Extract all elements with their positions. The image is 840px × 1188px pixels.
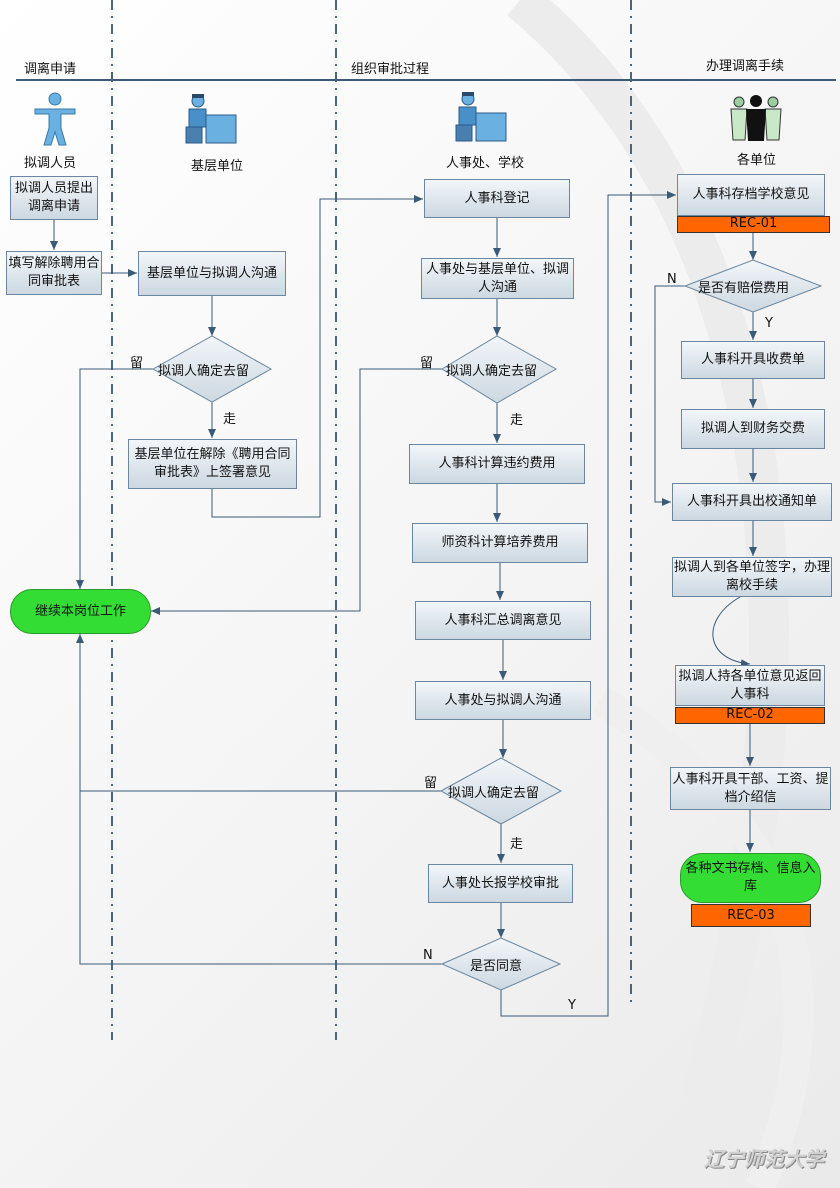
decision-diamond bbox=[441, 335, 558, 404]
edge-d2-continue bbox=[151, 368, 442, 615]
edge-label-stay: 留 bbox=[420, 356, 434, 371]
decision-compensation: 是否有赔偿费用 bbox=[698, 281, 790, 296]
role-label-hr: 人事处、学校 bbox=[446, 156, 525, 171]
lane-header-apply: 调离申请 bbox=[24, 62, 77, 77]
role-label-unit: 基层单位 bbox=[191, 159, 244, 174]
decision-diamond bbox=[151, 335, 273, 403]
edge-p5-p6 bbox=[712, 596, 751, 668]
decision-unit-stay-leave: 拟调人确定去留 bbox=[158, 364, 250, 379]
terminal-archive-info: 各种文书存档、信息入库 bbox=[680, 853, 821, 903]
edge-d5-p4 bbox=[654, 285, 685, 506]
role-label-all-units: 各单位 bbox=[737, 153, 777, 168]
desk-worker-icon bbox=[185, 94, 237, 144]
step-issue-letters: 人事科开具干部、工资、提档介绍信 bbox=[670, 767, 831, 810]
edge-label-no: N bbox=[667, 272, 677, 287]
standing-person-icon bbox=[34, 92, 76, 146]
record-rec-01: REC-01 bbox=[677, 216, 830, 233]
decision-diamond bbox=[439, 757, 563, 825]
role-label-applicant: 拟调人员 bbox=[24, 156, 77, 171]
record-rec-02: REC-02 bbox=[675, 707, 825, 724]
step-unit-communicate: 基层单位与拟调人沟通 bbox=[138, 251, 286, 296]
record-rec-03: REC-03 bbox=[691, 904, 811, 927]
step-calc-penalty: 人事科计算违约费用 bbox=[409, 444, 585, 484]
connectors bbox=[50, 191, 757, 1017]
step-unit-sign-opinion: 基层单位在解除《聘用合同审批表》上签署意见 bbox=[128, 439, 297, 489]
step-issue-leave-notice: 人事科开具出校通知单 bbox=[672, 483, 832, 521]
step-submit-request: 拟调人员提出调离申请 bbox=[10, 176, 98, 220]
decision-hr-stay-leave: 拟调人确定去留 bbox=[446, 364, 538, 379]
step-pay-finance: 拟调人到财务交费 bbox=[681, 409, 825, 449]
desk-worker-icon bbox=[455, 92, 507, 142]
step-hr-register: 人事科登记 bbox=[424, 179, 570, 218]
lane-header-approval: 组织审批过程 bbox=[351, 62, 430, 77]
decision-diamond bbox=[683, 259, 823, 313]
edge-label-stay: 留 bbox=[424, 776, 438, 791]
edge-label-leave: 走 bbox=[510, 413, 524, 428]
university-watermark: 辽宁师范大学 bbox=[704, 1147, 824, 1171]
edge-label-no: N bbox=[423, 948, 433, 963]
step-hr-communicate-applicant: 人事处与拟调人沟通 bbox=[415, 681, 591, 720]
step-archive-school-opinion: 人事科存档学校意见 bbox=[677, 174, 825, 216]
decision-final-stay-leave: 拟调人确定去留 bbox=[448, 786, 540, 801]
edge-label-leave: 走 bbox=[510, 837, 524, 852]
step-report-school: 人事处长报学校审批 bbox=[428, 864, 573, 903]
edge-n4-h1 bbox=[211, 195, 423, 518]
lane-header-procedures: 办理调离手续 bbox=[706, 59, 785, 74]
decision-diamond bbox=[440, 937, 562, 991]
step-summarize-opinions: 人事科汇总调离意见 bbox=[415, 601, 591, 640]
step-calc-training-cost: 师资科计算培养费用 bbox=[412, 523, 588, 563]
edge-label-yes: Y bbox=[765, 316, 773, 331]
step-issue-fee-slip: 人事科开具收费单 bbox=[681, 341, 825, 379]
group-people-icon bbox=[730, 95, 782, 141]
step-return-opinions: 拟调人持各单位意见返回人事科 bbox=[675, 665, 825, 706]
edge-label-yes: Y bbox=[568, 998, 576, 1013]
terminal-continue-work: 继续本岗位工作 bbox=[10, 589, 151, 634]
edge-d4-continue bbox=[79, 791, 442, 965]
step-fill-approval-form: 填写解除聘用合同审批表 bbox=[6, 251, 102, 295]
step-hr-communicate-all: 人事处与基层单位、拟调人沟通 bbox=[421, 258, 574, 299]
decision-approved: 是否同意 bbox=[470, 959, 523, 974]
edge-label-stay: 留 bbox=[130, 356, 144, 371]
edge-d4-p1 bbox=[500, 191, 676, 1017]
edge-d3-continue bbox=[76, 634, 441, 792]
step-sign-departments: 拟调人到各单位签字，办理离校手续 bbox=[672, 557, 832, 597]
edge-d1-continue bbox=[76, 368, 153, 589]
edge-label-leave: 走 bbox=[223, 412, 237, 427]
